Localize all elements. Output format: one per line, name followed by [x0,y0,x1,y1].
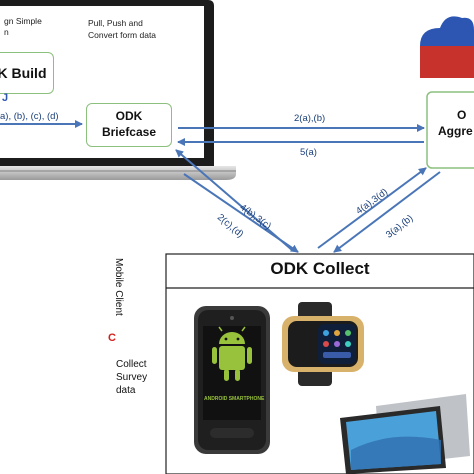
survey-label: Survey [116,372,148,383]
odk-build-box: K Build [0,52,54,94]
arrow-aggregate-to-collect [333,171,441,253]
convert-note: Convert form data [88,30,157,40]
small-mark: J [2,92,9,104]
smartwatch [282,302,364,386]
arrow-label-2ab: 2(a),(b) [294,113,326,124]
design-note-line2: n [4,27,9,37]
odk-aggregate-box [426,91,474,169]
odk-build-label: K Build [0,65,47,81]
pull-push-note: Pull, Push and [88,18,143,28]
arrow-label-5a: 5(a) [300,147,317,158]
arrow-collect-to-aggregate [317,167,427,249]
odk-briefcase-box: ODK Briefcase [86,103,172,147]
cloud-server-icon [420,16,474,78]
aggregate-label-line2: Aggre [438,124,473,138]
aggregate-label-line1: O [457,108,467,122]
briefcase-label-line1: ODK [115,109,143,123]
arrow-collect-to-briefcase [175,149,293,251]
odk-collect-title: ODK Collect [270,259,370,278]
tablet-devices [340,394,470,474]
data-label: data [116,385,136,396]
data-flow-arrows [0,120,441,253]
android-smartphone-label: ANDROID SMARTPHONE [204,396,265,402]
mobile-client-frame [165,253,474,474]
mobile-client-vertical-label: Mobile Client [113,258,124,316]
collect-label: Collect [116,359,147,370]
arrow-label-build: a), (b), (c), (d) [0,111,59,122]
briefcase-label-line2: Briefcase [101,125,157,139]
android-smartphone [194,306,270,454]
design-note: gn Simple [4,16,42,26]
client-letter-c: C [108,332,116,344]
